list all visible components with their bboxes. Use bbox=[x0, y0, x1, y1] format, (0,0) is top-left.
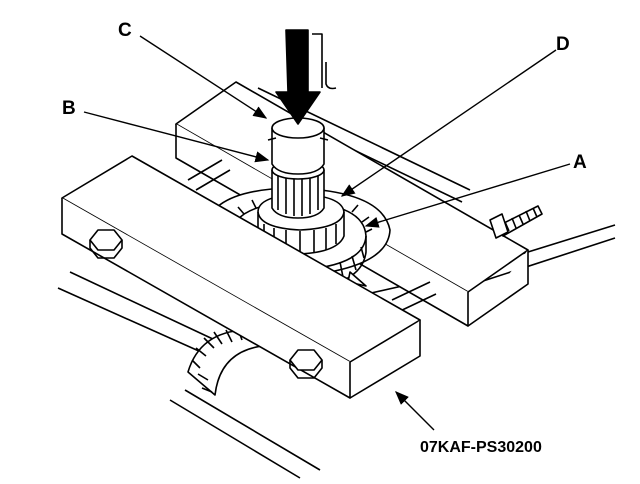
front-plate-nuts bbox=[89, 229, 323, 379]
callout-a: A bbox=[573, 152, 587, 173]
guide-rods bbox=[187, 159, 437, 313]
leader-line-b bbox=[83, 111, 270, 163]
leader-line-d bbox=[340, 49, 557, 197]
leader-line-tool bbox=[395, 391, 435, 431]
threaded-rod bbox=[489, 205, 543, 239]
leader-line-c bbox=[139, 35, 268, 119]
press-arrow-icon bbox=[275, 29, 337, 125]
callout-d: D bbox=[556, 34, 570, 55]
callout-c: C bbox=[118, 20, 132, 41]
leader-line-a bbox=[364, 163, 571, 228]
callout-b: B bbox=[62, 98, 76, 119]
lower-gear bbox=[187, 328, 263, 396]
press-attachment-c bbox=[267, 117, 329, 175]
front-plate bbox=[61, 155, 421, 399]
tool-part-number: 07KAF-PS30200 bbox=[420, 439, 542, 456]
leader-lines bbox=[83, 35, 571, 431]
